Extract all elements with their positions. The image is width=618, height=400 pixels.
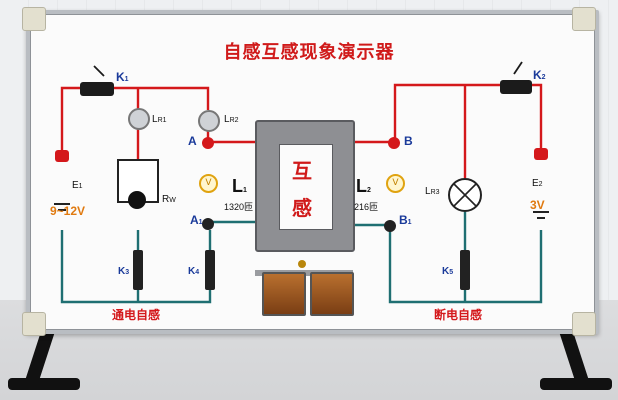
- label-lr3: LR3: [425, 186, 440, 197]
- screw-indicator: [298, 260, 306, 268]
- right-teal-wire: [351, 212, 543, 304]
- corner-cap-bottom-left: [22, 312, 46, 336]
- right-stand-base: [540, 378, 612, 390]
- label-l2-turns: 216匝: [354, 202, 379, 212]
- label-k3: K3: [118, 266, 130, 277]
- label-e2-value: 3V: [530, 198, 545, 212]
- label-k1: K1: [116, 70, 129, 84]
- switch-k1[interactable]: [80, 82, 114, 96]
- board-title: 自感互感现象演示器: [223, 42, 395, 63]
- terminal-e2-positive[interactable]: [534, 148, 548, 160]
- right-red-wire: [351, 83, 543, 178]
- core-label-top: 互: [292, 159, 312, 183]
- left-red-wire: [60, 86, 255, 160]
- terminal-b1[interactable]: [384, 220, 396, 232]
- label-k2: K2: [533, 68, 546, 82]
- small-transformer-right: [310, 272, 354, 316]
- label-l1: L1: [232, 176, 247, 196]
- meter-right: V: [386, 174, 405, 193]
- left-stand-base: [8, 378, 80, 390]
- label-lr2: LR2: [224, 114, 239, 125]
- section-label-right: 断电自感: [434, 308, 483, 322]
- rheostat-knob: [128, 191, 146, 209]
- label-terminal-b1: B1: [399, 213, 412, 227]
- switch-k5[interactable]: [460, 250, 470, 290]
- label-e1-value: 9~12V: [50, 204, 86, 218]
- label-k5: K5: [442, 266, 454, 277]
- transformer-core: [255, 120, 355, 252]
- label-l1-turns: 1320匝: [224, 202, 254, 212]
- corner-cap-top-right: [572, 7, 596, 31]
- label-k4: K4: [188, 266, 200, 277]
- corner-cap-bottom-right: [572, 312, 596, 336]
- terminal-a[interactable]: [202, 137, 214, 149]
- lamp-lr2: [198, 110, 220, 132]
- terminal-a1[interactable]: [202, 218, 214, 230]
- switch-k3[interactable]: [133, 250, 143, 290]
- core-window: [279, 144, 333, 230]
- switch-k4[interactable]: [205, 250, 215, 290]
- lamp-lr1: [128, 108, 150, 130]
- label-e1: E1: [72, 180, 83, 191]
- label-rw: RW: [162, 194, 176, 205]
- label-terminal-a: A: [188, 134, 197, 148]
- label-lr1: LR1: [152, 114, 167, 125]
- label-e2: E2: [532, 178, 543, 189]
- label-l2: L2: [356, 176, 371, 196]
- switch-k2[interactable]: [500, 80, 532, 94]
- label-terminal-a1: A1: [190, 213, 203, 227]
- label-terminal-b: B: [404, 134, 413, 148]
- corner-cap-top-left: [22, 7, 46, 31]
- meter-left: V: [199, 174, 218, 193]
- terminal-b[interactable]: [388, 137, 400, 149]
- section-label-left: 通电自感: [112, 308, 161, 322]
- core-label-bottom: 感: [292, 196, 312, 220]
- terminal-e1-positive[interactable]: [55, 150, 69, 162]
- small-transformer-left: [262, 272, 306, 316]
